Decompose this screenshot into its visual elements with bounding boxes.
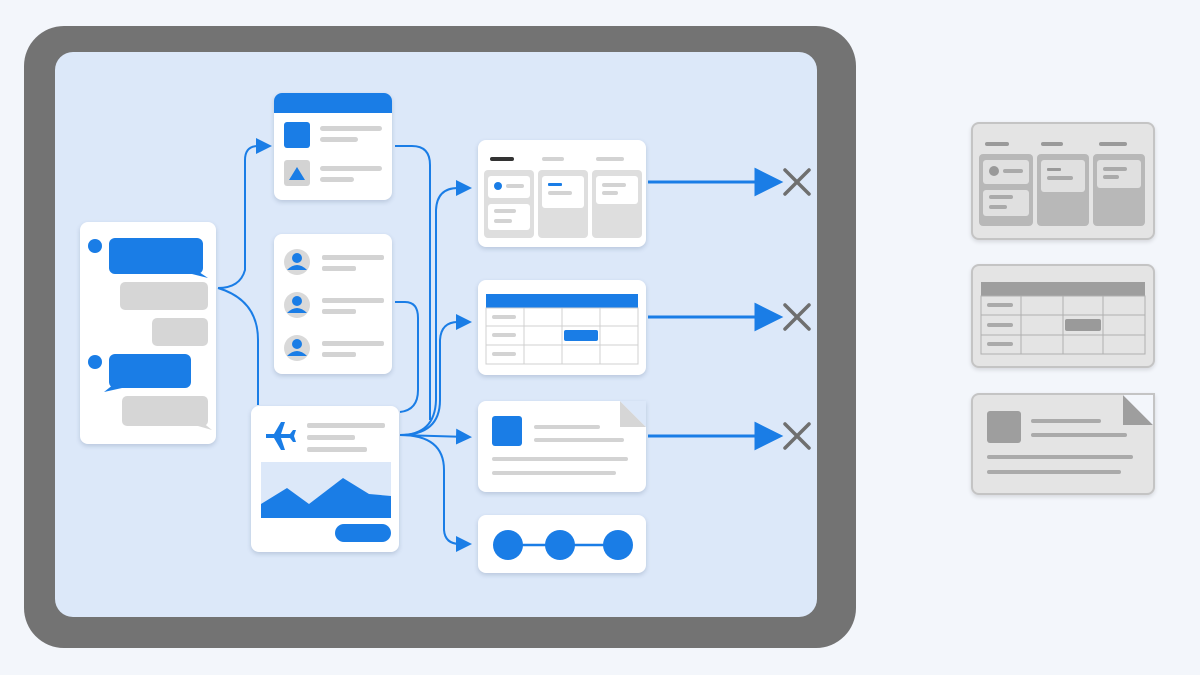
airplane-icon	[266, 422, 296, 450]
document	[492, 401, 646, 475]
travel-card	[251, 406, 399, 552]
avatar-icon	[284, 335, 310, 361]
connector-travel-to-table	[399, 314, 472, 436]
chat-bubbles	[88, 238, 212, 430]
chat-conversation-card	[80, 222, 216, 444]
close-icon	[783, 168, 811, 196]
data-table-card	[478, 280, 646, 375]
connector-chat-to-form	[217, 138, 272, 289]
stepper	[493, 530, 633, 560]
stepper-card	[478, 515, 646, 573]
avatar-icon	[284, 292, 310, 318]
contacts-list	[284, 249, 384, 361]
travel-card-content	[261, 422, 391, 542]
data-table	[485, 294, 639, 365]
discarded-document	[971, 393, 1155, 495]
square-icon	[284, 122, 310, 148]
connector-chat-to-travel	[217, 287, 259, 405]
discarded-kanban-board	[971, 122, 1155, 240]
contacts-list-card	[274, 234, 392, 374]
connector-contacts-to-candidates	[395, 301, 419, 413]
triangle-icon	[289, 167, 305, 180]
kanban-board	[484, 157, 642, 238]
close-icon	[783, 303, 811, 331]
connector-travel-to-kanban	[399, 180, 472, 436]
avatar-icon	[284, 249, 310, 275]
discarded-data-table	[971, 264, 1155, 368]
kanban-board-card	[478, 140, 646, 247]
close-icon	[783, 422, 811, 450]
connector-form-to-candidates	[395, 145, 431, 420]
document-card	[478, 401, 646, 492]
form-card	[274, 93, 392, 200]
connector-travel-to-stepper	[399, 434, 472, 552]
form-header	[274, 93, 392, 113]
